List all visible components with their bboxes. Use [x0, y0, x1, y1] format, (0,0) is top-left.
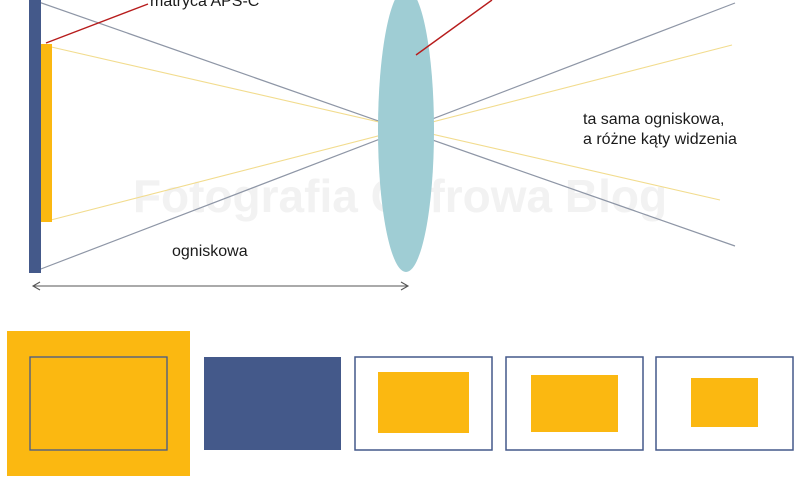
aps-c-sensor: [41, 44, 52, 222]
caption-line-2: a różne kąty widzenia: [583, 131, 737, 148]
frame-comparison-4: [505, 356, 644, 451]
full-frame-sensor: [29, 0, 41, 273]
focal-length-dimension: [31, 281, 410, 291]
frame-comparison-3: [354, 356, 493, 451]
frame-4-crop: [531, 375, 618, 432]
frame-comparison-5: [655, 356, 794, 451]
lens-label-pointer: [415, 0, 493, 56]
focal-length-label: ogniskowa: [172, 243, 248, 260]
caption-line-1: ta sama ogniskowa,: [583, 111, 724, 128]
label-pointers: [45, 0, 493, 56]
double-arrow-icon-left: [31, 281, 41, 291]
lens: [378, 0, 434, 272]
sensor-label-pointer: [45, 3, 149, 44]
frame-3-crop: [378, 372, 469, 433]
frame-1-background: [7, 331, 190, 476]
frame-5-crop: [691, 378, 758, 427]
frame-comparison-2: [204, 357, 341, 450]
double-arrow-icon-right: [400, 281, 410, 291]
frame-1-crop-outline: [29, 356, 168, 451]
frame-comparison-1: [7, 331, 190, 476]
frame-2-full-frame: [204, 357, 341, 450]
sensor-label: matryca APS-C: [150, 0, 259, 10]
